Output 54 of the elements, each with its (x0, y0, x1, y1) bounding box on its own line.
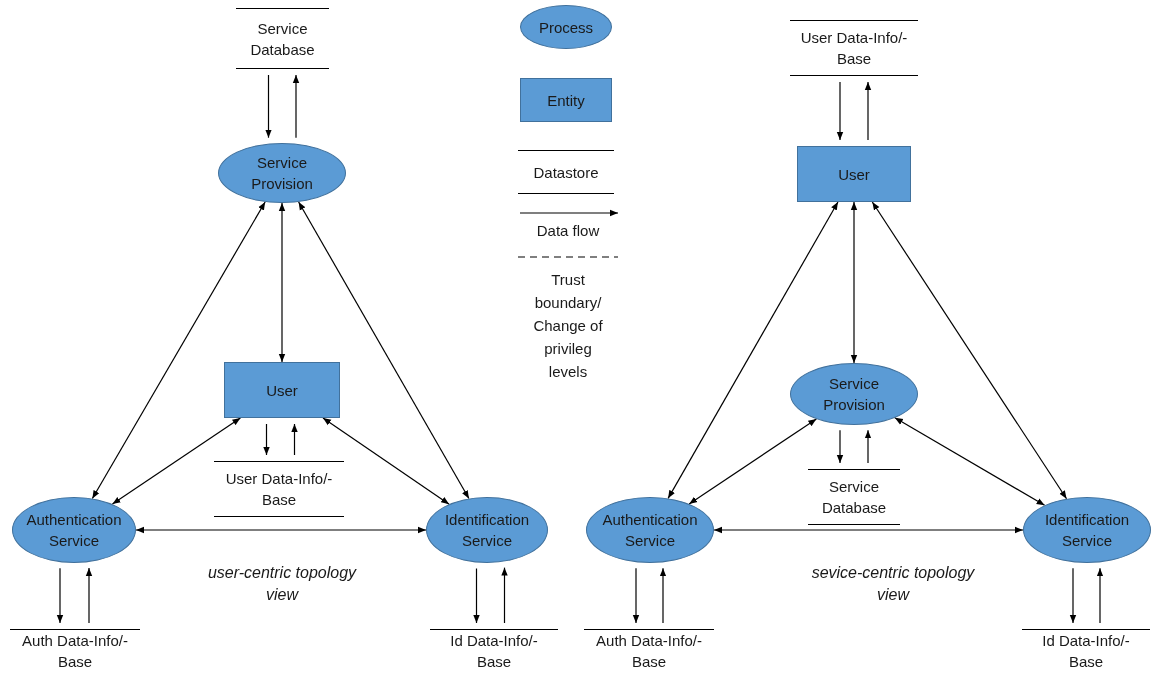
datastore (214, 461, 344, 517)
node-label: Identification Service (1043, 510, 1131, 551)
legend-label: Datastore (533, 162, 599, 183)
data-flow-arrow (292, 74, 300, 139)
data-flow-arrow (111, 417, 241, 505)
data-flow-arrow (864, 429, 872, 464)
node-label: Identification Service (443, 510, 531, 551)
data-flow-arrow (265, 74, 272, 139)
node-label: User (266, 380, 298, 401)
data-flow-arrow (56, 567, 64, 624)
entity-box (797, 146, 911, 202)
data-flow-arrow (263, 423, 270, 456)
data-flow-arrow (501, 567, 508, 624)
data-flow-arrow (713, 526, 1024, 534)
datastore (790, 20, 918, 76)
data-flow-arrow (291, 423, 298, 456)
node-label: Id Data-Info/-Base (449, 631, 539, 672)
node-label: Authentication Service (25, 510, 123, 551)
legend-label: Data flow (535, 221, 601, 241)
data-flow-arrow (278, 202, 286, 363)
data-flow-arrow (836, 429, 844, 464)
data-flow-arrow (135, 526, 427, 534)
data-flow-arrow (85, 567, 93, 624)
node-label: Auth Data-Info/-Base (595, 631, 703, 672)
data-flow-arrow (1096, 567, 1104, 624)
node-label: Authentication Service (601, 510, 699, 551)
data-flow-arrow (688, 418, 817, 505)
legend-label: Process (538, 17, 594, 38)
view-caption: sevice-centric topology view (810, 563, 976, 605)
entity-box (224, 362, 340, 418)
node-label: User Data-Info/-Base (224, 469, 334, 510)
node-label: Service Database (820, 477, 888, 518)
node-label: User Data-Info/-Base (799, 28, 909, 69)
node-label: Auth Data-Info/-Base (21, 631, 129, 672)
data-flow-arrow (632, 567, 640, 624)
data-flow-arrow (836, 81, 844, 141)
data-flow-arrow (473, 567, 480, 624)
datastore (236, 8, 329, 69)
data-flow-arrow (667, 201, 839, 499)
data-flow-arrow (659, 567, 667, 624)
view-caption: user-centric topology view (206, 563, 358, 605)
node-label: Service Provision (822, 374, 886, 415)
data-flow-arrow (322, 417, 450, 505)
legend-label: Entity (547, 90, 585, 111)
datastore (808, 469, 900, 525)
node-label: User (838, 164, 870, 185)
data-flow-arrow (850, 201, 858, 364)
node-label: Service Database (249, 18, 316, 60)
node-label: Service Provision (250, 153, 314, 194)
data-flow-arrow (894, 417, 1046, 506)
legend-label: Trust boundary/ Change of privileg levels (532, 270, 604, 382)
node-label: Id Data-Info/-Base (1041, 631, 1131, 672)
data-flow-arrow (1069, 567, 1077, 624)
data-flow-arrow (864, 81, 872, 141)
